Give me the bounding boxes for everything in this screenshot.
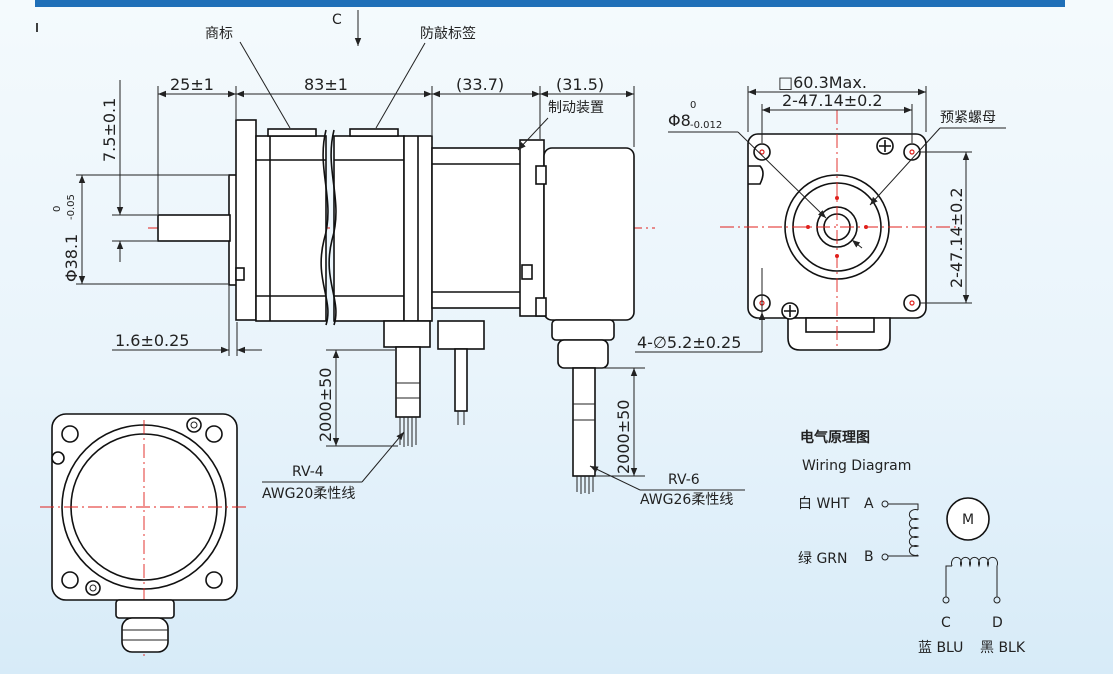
wire-a-pin: A xyxy=(864,496,874,512)
dim-hole-spacing-v: 2-47.14±0.2 xyxy=(947,187,966,288)
dim-shaft-length: 25±1 xyxy=(170,75,214,94)
cable-right xyxy=(572,367,596,477)
anti-counterfeit-plate xyxy=(349,128,399,137)
callout-anti-counterfeit: 防敲标签 xyxy=(420,25,476,42)
callout-lock-nut: 预紧螺母 xyxy=(940,110,996,126)
rear-cover-tab-top xyxy=(535,165,547,185)
cable-left-spec: AWG20柔性线 xyxy=(262,486,355,502)
coil-ab-icon xyxy=(908,509,920,556)
wire-a-line xyxy=(888,503,919,510)
wire-d-color: 黑 BLK xyxy=(980,640,1026,656)
cable-gland-left xyxy=(383,320,431,348)
cable-right-spec: AWG26柔性线 xyxy=(640,492,733,508)
front-bottom-boss-inner xyxy=(805,317,875,333)
dim-key-height: 7.5±0.1 xyxy=(100,98,119,162)
dim-cable-length-right: 2000±50 xyxy=(614,400,633,474)
motor-shaft xyxy=(157,214,231,242)
dim-shaft-diameter: Φ8 xyxy=(668,111,691,130)
rear-cover xyxy=(543,147,635,321)
dim-shaft-tol-upper: 0 xyxy=(690,100,696,111)
wire-a-color: 白 WHT xyxy=(798,496,850,512)
wire-b-color: 绿 GRN xyxy=(798,551,848,567)
mount-hole-br xyxy=(903,294,921,312)
rear-hole-tl xyxy=(61,425,79,443)
dim-pilot-diameter: Φ38.1 xyxy=(62,234,81,282)
motor-body-rear xyxy=(333,135,405,322)
cable-gland-right-nut xyxy=(557,339,609,369)
break-line-right xyxy=(328,129,337,326)
motor-body-front xyxy=(255,135,327,322)
side-view: 25±1 83±1 (33.7) (31.5) 商标 防敲标签 制动装置 7.5… xyxy=(52,25,745,508)
callout-brake: 制动装置 xyxy=(548,100,604,116)
wiring-title-en: Wiring Diagram xyxy=(802,458,911,474)
cable-left-wires xyxy=(399,417,417,447)
top-accent-bar xyxy=(35,0,1065,7)
rear-gland-nut xyxy=(121,617,169,653)
front-flange xyxy=(235,119,257,321)
brake-lead xyxy=(454,348,468,412)
wire-c-line xyxy=(945,565,952,597)
cable-left-name: RV-4 xyxy=(292,464,324,480)
dim-hole-spacing-h: 2-47.14±0.2 xyxy=(782,91,883,110)
rear-hole-br xyxy=(205,571,223,589)
view-c-marker: C xyxy=(332,10,362,46)
dim-pilot-tol-upper: 0 xyxy=(52,206,63,212)
dim-rear-section: (31.5) xyxy=(556,75,604,94)
dim-body-length: 83±1 xyxy=(304,75,348,94)
rear-side-notch xyxy=(51,451,65,465)
callout-trademark: 商标 xyxy=(205,26,233,42)
rear-cover-tab-bottom xyxy=(535,297,547,317)
mount-hole-tl xyxy=(753,143,771,161)
motor-symbol-label: M xyxy=(962,512,974,528)
cable-left xyxy=(395,346,421,418)
front-view: □60.3Max. 2-47.14±0.2 Φ8 0 -0.012 预紧螺母 2… xyxy=(635,73,1006,353)
dim-pilot-tol-lower: -0.05 xyxy=(66,194,77,220)
rear-view xyxy=(40,413,250,660)
wire-c-pin: C xyxy=(941,615,951,631)
wire-d-pin: D xyxy=(992,615,1003,631)
dim-brake-section: (33.7) xyxy=(456,75,504,94)
front-side-notch xyxy=(748,165,764,185)
brake-lead-wires xyxy=(457,411,465,425)
rear-hole-tr xyxy=(205,425,223,443)
cable-right-wires xyxy=(576,476,594,494)
trademark-plate xyxy=(267,128,317,137)
cable-right-name: RV-6 xyxy=(668,472,700,488)
rear-hole-bl xyxy=(61,571,79,589)
brake-tab-low xyxy=(521,264,533,280)
rear-gland-base xyxy=(115,599,175,619)
wiring-title-cn: 电气原理图 xyxy=(800,429,870,446)
brake-lead-gland xyxy=(437,320,485,350)
dim-flange-thickness: 1.6±0.25 xyxy=(115,331,189,350)
dim-mount-holes: 4-∅5.2±0.25 xyxy=(637,333,741,352)
rear-screw-bottom xyxy=(85,580,101,596)
wire-b-pin: B xyxy=(864,549,874,565)
dim-flange-size: □60.3Max. xyxy=(778,73,867,92)
coil-cd-icon xyxy=(951,556,998,568)
break-line-left xyxy=(320,129,329,326)
rear-screw-top xyxy=(186,417,202,433)
wiring-diagram: 电气原理图 Wiring Diagram 白 WHT A 绿 GRN B M C… xyxy=(798,429,1026,656)
wire-c-color: 蓝 BLU xyxy=(918,640,963,656)
dim-shaft-tol-lower: -0.012 xyxy=(690,120,722,131)
wire-b-line xyxy=(888,555,919,557)
view-marker-label: C xyxy=(332,12,342,28)
flange-tab xyxy=(235,267,245,281)
cable-gland-right xyxy=(551,319,615,341)
motor-symbol-icon xyxy=(946,497,990,541)
dim-cable-length-left: 2000±50 xyxy=(316,368,335,442)
